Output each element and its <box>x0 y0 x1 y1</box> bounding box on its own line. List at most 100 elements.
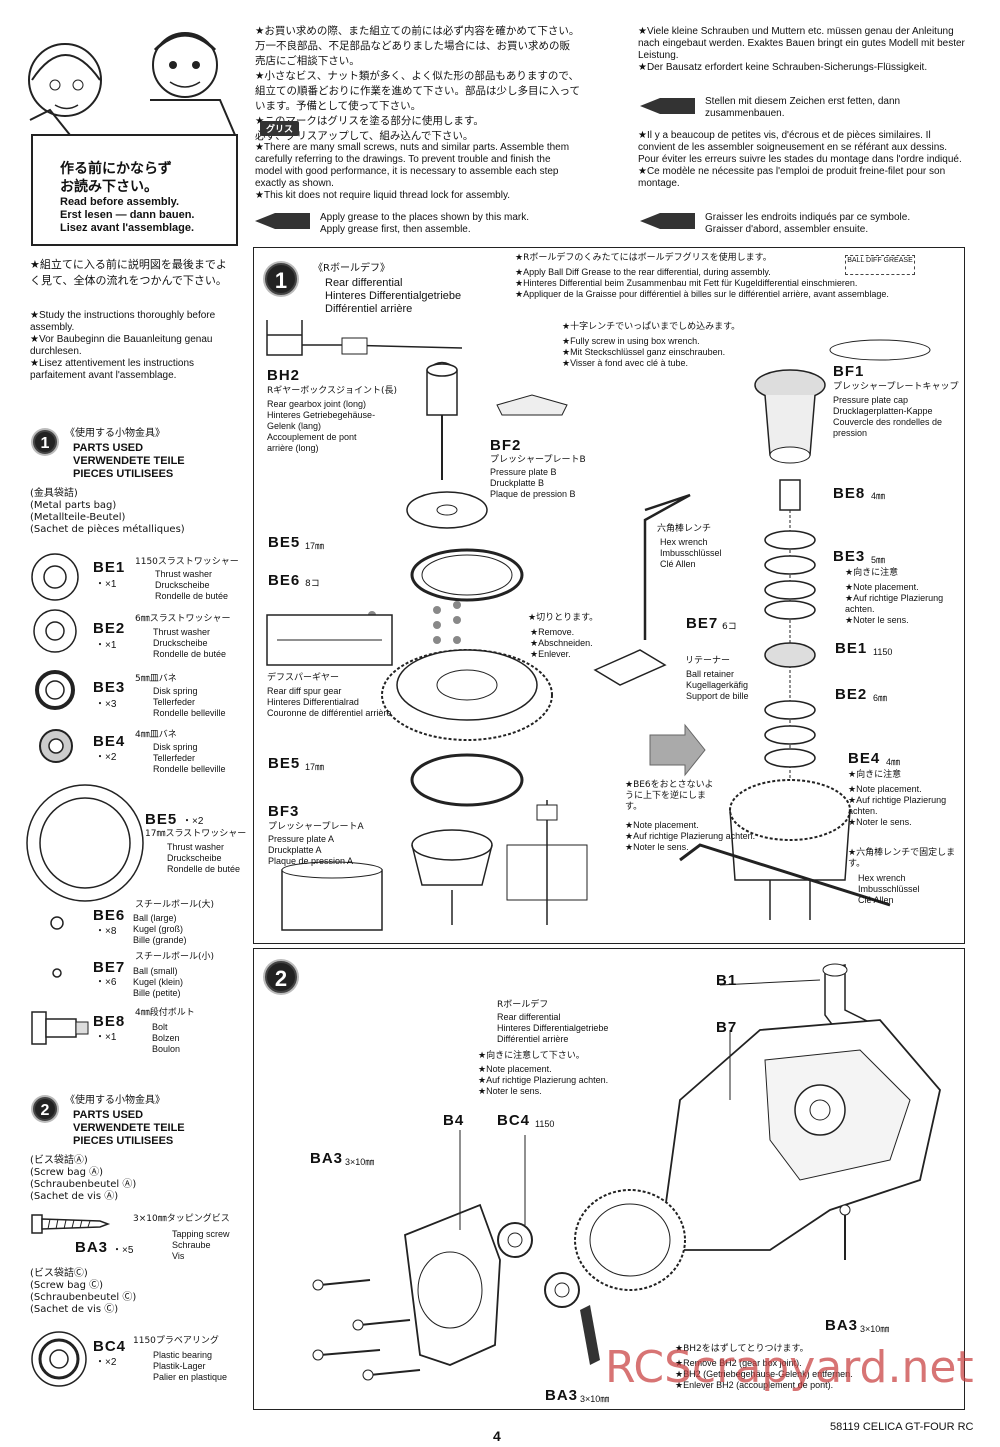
be3-desc: Disk spring Tellerfeder Rondelle bellevi… <box>153 686 226 718</box>
be3-note: ★Note placement. ★Auf richtige Plazierun… <box>845 582 944 625</box>
bf1-desc: Pressure plate cap Drucklagerplatten-Kap… <box>833 395 943 438</box>
be7-desc: Ball (small) Kugel (klein) Bille (petite… <box>133 966 184 998</box>
ba3-code: BA3 <box>75 1239 109 1256</box>
step1-grease-note: ★Apply Ball Diff Grease to the rear diff… <box>515 267 889 299</box>
header-de-grease: Stellen mit diesem Zeichen erst fetten, … <box>705 96 901 119</box>
ba3-bottom-size: 3×10㎜ <box>580 1394 610 1404</box>
step2-diff: Rear differential Hinteres Differentialg… <box>497 1012 609 1044</box>
disk-spring-icon <box>35 670 75 710</box>
step2-number: 2 <box>265 961 297 993</box>
step2-remove: ★Remove BH2 (gear box joint). ★BH2 (Getr… <box>675 1358 853 1390</box>
be2-step-size: 6㎜ <box>873 693 888 703</box>
parts1-jp-title: 《使用する小物金具》 <box>65 428 165 439</box>
be5-code: BE5 <box>145 811 178 828</box>
bf2-desc: Pressure plate B Druckplatte B Plaque de… <box>490 467 576 499</box>
be8-qty: ・×1 <box>95 1032 117 1043</box>
intro-text: ★Study the instructions thoroughly befor… <box>30 310 216 381</box>
be5-top-size: 17㎜ <box>305 541 325 551</box>
be6-code: BE6 <box>93 907 126 924</box>
step1-left-assembly-drawing <box>266 320 588 931</box>
tapping-screw-icon <box>31 1214 111 1234</box>
step2-note: ★Note placement. ★Auf richtige Plazierun… <box>478 1064 609 1096</box>
bh2-code: BH2 <box>267 367 301 384</box>
be4-code: BE4 <box>93 733 126 750</box>
be7-qty: ・×6 <box>95 977 117 988</box>
be2-desc: Thrust washer Druckscheibe Rondelle de b… <box>153 627 227 659</box>
parts2-bag-c: (ビス袋詰Ⓒ) (Screw bag Ⓒ) (Schraubenbeutel Ⓒ… <box>30 1268 137 1315</box>
ba3-left-size: 3×10㎜ <box>345 1157 375 1167</box>
be3-step-size: 5㎜ <box>871 555 886 565</box>
hex-wrench-desc: Hex wrench Imbusschlüssel Clé Allen <box>660 537 722 569</box>
sign-en: Read before assembly. Erst lesen — dann … <box>60 196 195 234</box>
bf1-code: BF1 <box>833 363 865 380</box>
spur-gear-desc: Rear diff spur gear Hinteres Differentia… <box>267 686 392 718</box>
step2-note-jp: ★向きに注意して下さい。 <box>478 1051 585 1061</box>
ball-diff-grease-label: BALL DIFF GREASE <box>845 255 915 275</box>
bf1-jp: プレッシャープレートキャップ <box>833 382 959 392</box>
bc4-step-size: 1150 <box>535 1119 555 1129</box>
step1-box <box>253 247 965 944</box>
watermark: RCScrapyard.net <box>605 1342 974 1393</box>
be2-qty: ・×1 <box>95 640 117 651</box>
bc4-jp: 1150プラベアリング <box>133 1336 219 1346</box>
bf3-jp: プレッシャープレートA <box>268 822 364 832</box>
parts1-bag: (金具袋詰) (Metal parts bag) (Metallteile-Be… <box>30 488 185 535</box>
bh2-jp: Rギヤーボックスジョイント(長) <box>267 386 398 396</box>
step1-number: 1 <box>265 263 297 295</box>
bc4-qty: ・×2 <box>95 1357 117 1368</box>
be5-jp: 17㎜スラストワッシャー <box>145 829 247 839</box>
be8-code: BE8 <box>93 1013 126 1030</box>
be7-step-code: BE7 <box>686 615 719 632</box>
be7-jp: スチールボール(小) <box>135 952 215 962</box>
b7-code: B7 <box>716 1019 738 1036</box>
be6-step-code: BE6 <box>268 572 301 589</box>
be6-note-jp: ★BE6をおとさないように上下を逆にします。 <box>625 780 714 812</box>
parts2-bag-a: (ビス袋詰Ⓐ) (Screw bag Ⓐ) (Schraubenbeutel Ⓐ… <box>30 1155 137 1202</box>
be8-step-size: 4㎜ <box>871 491 886 501</box>
step1-jp-title: 《Rボールデフ》 <box>313 263 390 274</box>
bc4-desc: Plastic bearing Plastik-Lager Palier en … <box>153 1350 228 1382</box>
step1-title: Rear differential Hinteres Differentialg… <box>325 277 462 315</box>
thrust-washer-icon <box>31 553 79 601</box>
be1-jp: 1150スラストワッシャー <box>135 557 239 567</box>
ba3-right-size: 3×10㎜ <box>860 1324 890 1334</box>
be1-step-code: BE1 <box>835 640 868 657</box>
steel-ball-small-icon <box>52 968 62 978</box>
header-en-note: ★There are many small screws, nuts and s… <box>255 142 570 201</box>
fix-desc: Hex wrench Imbusschlüssel Clé Allen <box>858 873 920 905</box>
be7-step-count: 6コ <box>722 622 737 632</box>
page-number: 4 <box>493 1428 501 1444</box>
be6-qty: ・×8 <box>95 926 117 937</box>
be3-jp: 5㎜皿バネ <box>135 674 177 684</box>
be4-desc: Disk spring Tellerfeder Rondelle bellevi… <box>153 742 226 774</box>
bf2-jp: プレッシャープレートB <box>490 455 586 465</box>
be4-jp: 4㎜皿バネ <box>135 730 177 740</box>
ba3-jp: 3×10㎜タッピングビス <box>133 1214 230 1224</box>
parts2-number: 2 <box>33 1097 57 1121</box>
step2-diff-jp: Rボールデフ <box>497 1000 549 1010</box>
mechanic-illustration <box>28 32 238 246</box>
be5-desc: Thrust washer Druckscheibe Rondelle de b… <box>167 842 241 874</box>
thrust-washer-icon <box>33 609 77 653</box>
large-thrust-washer-icon <box>26 784 144 902</box>
sign-jp: 作る前にかならず お読み下さい。 <box>60 161 172 195</box>
step1-wrench-jp: ★十字レンチでいっぱいまでしめ込みます。 <box>562 322 741 332</box>
be6-jp: スチールボール(大) <box>135 900 215 910</box>
grease-tube-icon <box>255 213 310 229</box>
grease-tube-icon <box>640 98 695 114</box>
be1-desc: Thrust washer Druckscheibe Rondelle de b… <box>155 569 229 601</box>
be5-qty: ・×2 <box>182 816 204 827</box>
be6-desc: Ball (large) Kugel (groß) Bille (grande) <box>133 913 187 945</box>
be4-qty: ・×2 <box>95 752 117 763</box>
cut-desc: ★Remove. ★Abschneiden. ★Enlever. <box>530 627 593 659</box>
b1-code: B1 <box>716 972 738 989</box>
header-de-note: ★Viele kleine Schrauben und Muttern etc.… <box>638 26 965 73</box>
stepped-bolt-icon <box>31 1011 89 1045</box>
grease-mark: グリス <box>260 121 300 136</box>
bc4-code: BC4 <box>93 1338 127 1355</box>
be3-code: BE3 <box>93 679 126 696</box>
be1-qty: ・×1 <box>95 579 117 590</box>
step2-box <box>253 948 965 1410</box>
bf3-desc: Pressure plate A Druckplatte A Plaque de… <box>268 834 354 866</box>
be3-note-jp: ★向きに注意 <box>845 568 899 578</box>
